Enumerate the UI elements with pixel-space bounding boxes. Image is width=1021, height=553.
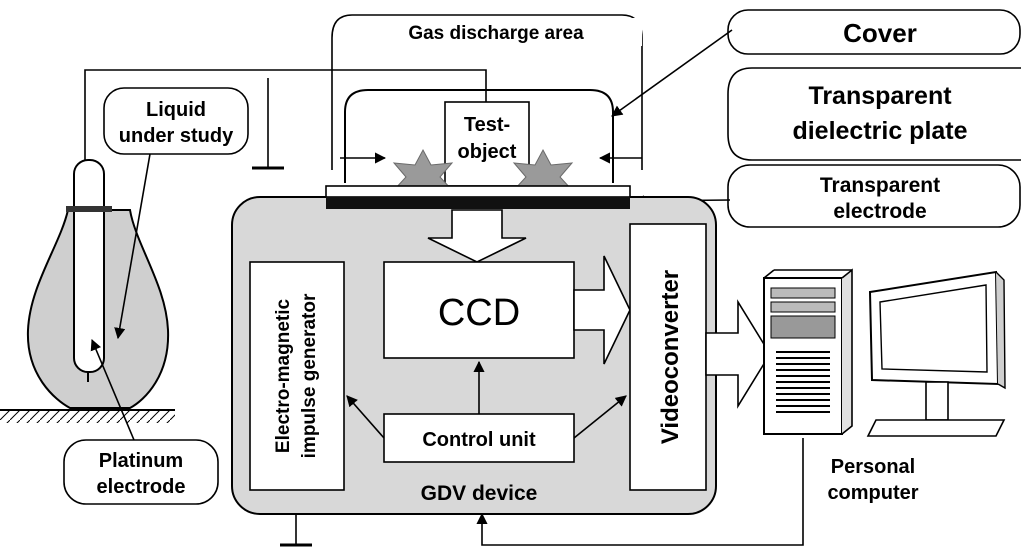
callout-platinum-electrode: Platinum electrode [63, 338, 219, 505]
callout-transparent-plate: Transparent dielectric plate [727, 67, 1021, 161]
videoconverter-label: Videoconverter [657, 270, 684, 444]
pc-monitor-base [866, 419, 1006, 437]
impulse-generator-box [249, 261, 345, 491]
pc-monitor-screen [879, 284, 988, 373]
transparent-dielectric-plate [325, 185, 631, 198]
test-object: Test- object [444, 101, 530, 187]
pc-label-line1: Personal [831, 456, 915, 478]
generator-label-line2: impulse generator [299, 293, 320, 458]
liquid-label-line1: Liquid [146, 99, 206, 121]
arrow-light-to-ccd [427, 209, 527, 263]
pc-drive-bay [770, 315, 836, 339]
ccd-label: CCD [438, 292, 520, 334]
callout-transparent-electrode: Transparent electrode [632, 164, 1021, 228]
arrow-ccd-to-videoconverter [573, 255, 631, 365]
pc-label-line2: computer [827, 482, 918, 504]
generator-label-line1: Electro-magnetic [273, 298, 294, 453]
glass-tube [73, 159, 105, 373]
control-unit-label: Control unit [422, 429, 536, 451]
pc-tower-side [841, 268, 853, 435]
transparent-electrode [326, 197, 630, 209]
gdv-device-label: GDV device [421, 482, 538, 505]
flask [0, 159, 175, 423]
wire-pc-to-device [476, 438, 804, 546]
flask-collar [66, 206, 112, 212]
platinum-label-line1: Platinum [99, 450, 183, 472]
table-hatch [0, 411, 175, 423]
transparent-electrode-label-line1: Transparent [820, 174, 940, 197]
callout-gas-discharge-area: Gas discharge area [331, 14, 643, 170]
pc-drive-1 [770, 287, 836, 299]
arrow-control-to-generator [346, 395, 385, 439]
ccd-box [383, 261, 575, 359]
pc-drive-2 [770, 301, 836, 313]
pc-tower [763, 277, 843, 435]
callout-cover: Cover [611, 9, 1021, 117]
wire-liquid-to-test-object [84, 69, 487, 168]
transparent-electrode-label-line2: electrode [833, 200, 926, 223]
test-object-label-line2: object [458, 141, 517, 163]
personal-computer [763, 268, 1006, 437]
platinum-label-line2: electrode [97, 476, 186, 498]
arrow-control-to-videoconverter [573, 395, 627, 439]
gas-discharge-area-label: Gas discharge area [408, 23, 584, 44]
videoconverter-box [629, 223, 707, 491]
transparent-plate-label-line1: Transparent [808, 82, 952, 110]
cover-dome [344, 89, 614, 183]
pc-monitor-stand [925, 381, 949, 421]
liquid-label-line2: under study [119, 125, 234, 147]
transparent-plate-label-line2: dielectric plate [792, 117, 967, 145]
callout-liquid: Liquid under study [103, 87, 249, 340]
test-object-label-line1: Test- [464, 114, 510, 136]
control-arrows [346, 360, 627, 439]
arrow-videoconverter-to-pc [705, 299, 771, 409]
pc-vent-grille [776, 351, 830, 413]
cover-label: Cover [843, 18, 917, 48]
